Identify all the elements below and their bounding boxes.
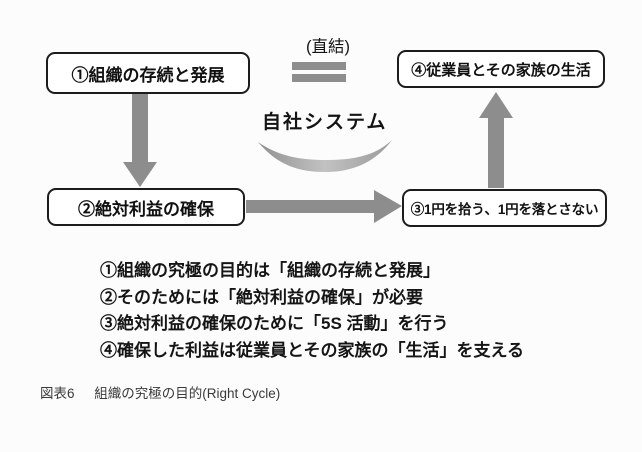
system-label: 自社システム [262, 112, 388, 133]
note-line-2: ②そのためには「絶対利益の確保」が必要 [100, 287, 423, 307]
direct-link-label: (直結) [306, 38, 350, 56]
direct-link-equals-icon [292, 62, 346, 70]
box-3-pick-up-one-yen: ③1円を拾う、1円を落とさない [402, 189, 607, 227]
arrow-right-icon [246, 190, 402, 223]
box-2-absolute-profit: ②絶対利益の確保 [47, 188, 245, 226]
box-1-label: ①組織の存続と発展 [71, 65, 225, 85]
figure-number: 図表6 [40, 386, 75, 401]
note-line-4: ④確保した利益は従業員とその家族の「生活」を支える [100, 340, 524, 360]
figure-caption: 図表6 組織の究極の目的(Right Cycle) [40, 382, 280, 402]
direct-link-equals-icon [292, 74, 346, 82]
arrow-up-icon [479, 92, 513, 188]
box-4-employee-family-life: ④従業員とその家族の生活 [397, 50, 605, 88]
note-line-1: ①組織の究極の目的は「組織の存続と発展」 [100, 261, 440, 280]
arrow-down-icon [123, 94, 157, 187]
box-2-label: ②絶対利益の確保 [78, 199, 214, 219]
box-1-organization-survival: ①組織の存続と発展 [46, 52, 250, 94]
notes-list: ①組織の究極の目的は「組織の存続と発展」 ②そのためには「絶対利益の確保」が必要… [100, 258, 524, 364]
figure-title: 組織の究極の目的(Right Cycle) [94, 386, 281, 401]
note-line-3: ③絶対利益の確保のために「5S 活動」を行う [100, 314, 449, 333]
system-swoosh-icon [258, 140, 392, 172]
box-3-label: ③1円を拾う、1円を落とさない [410, 202, 599, 217]
box-4-label: ④従業員とその家族の生活 [411, 61, 591, 79]
